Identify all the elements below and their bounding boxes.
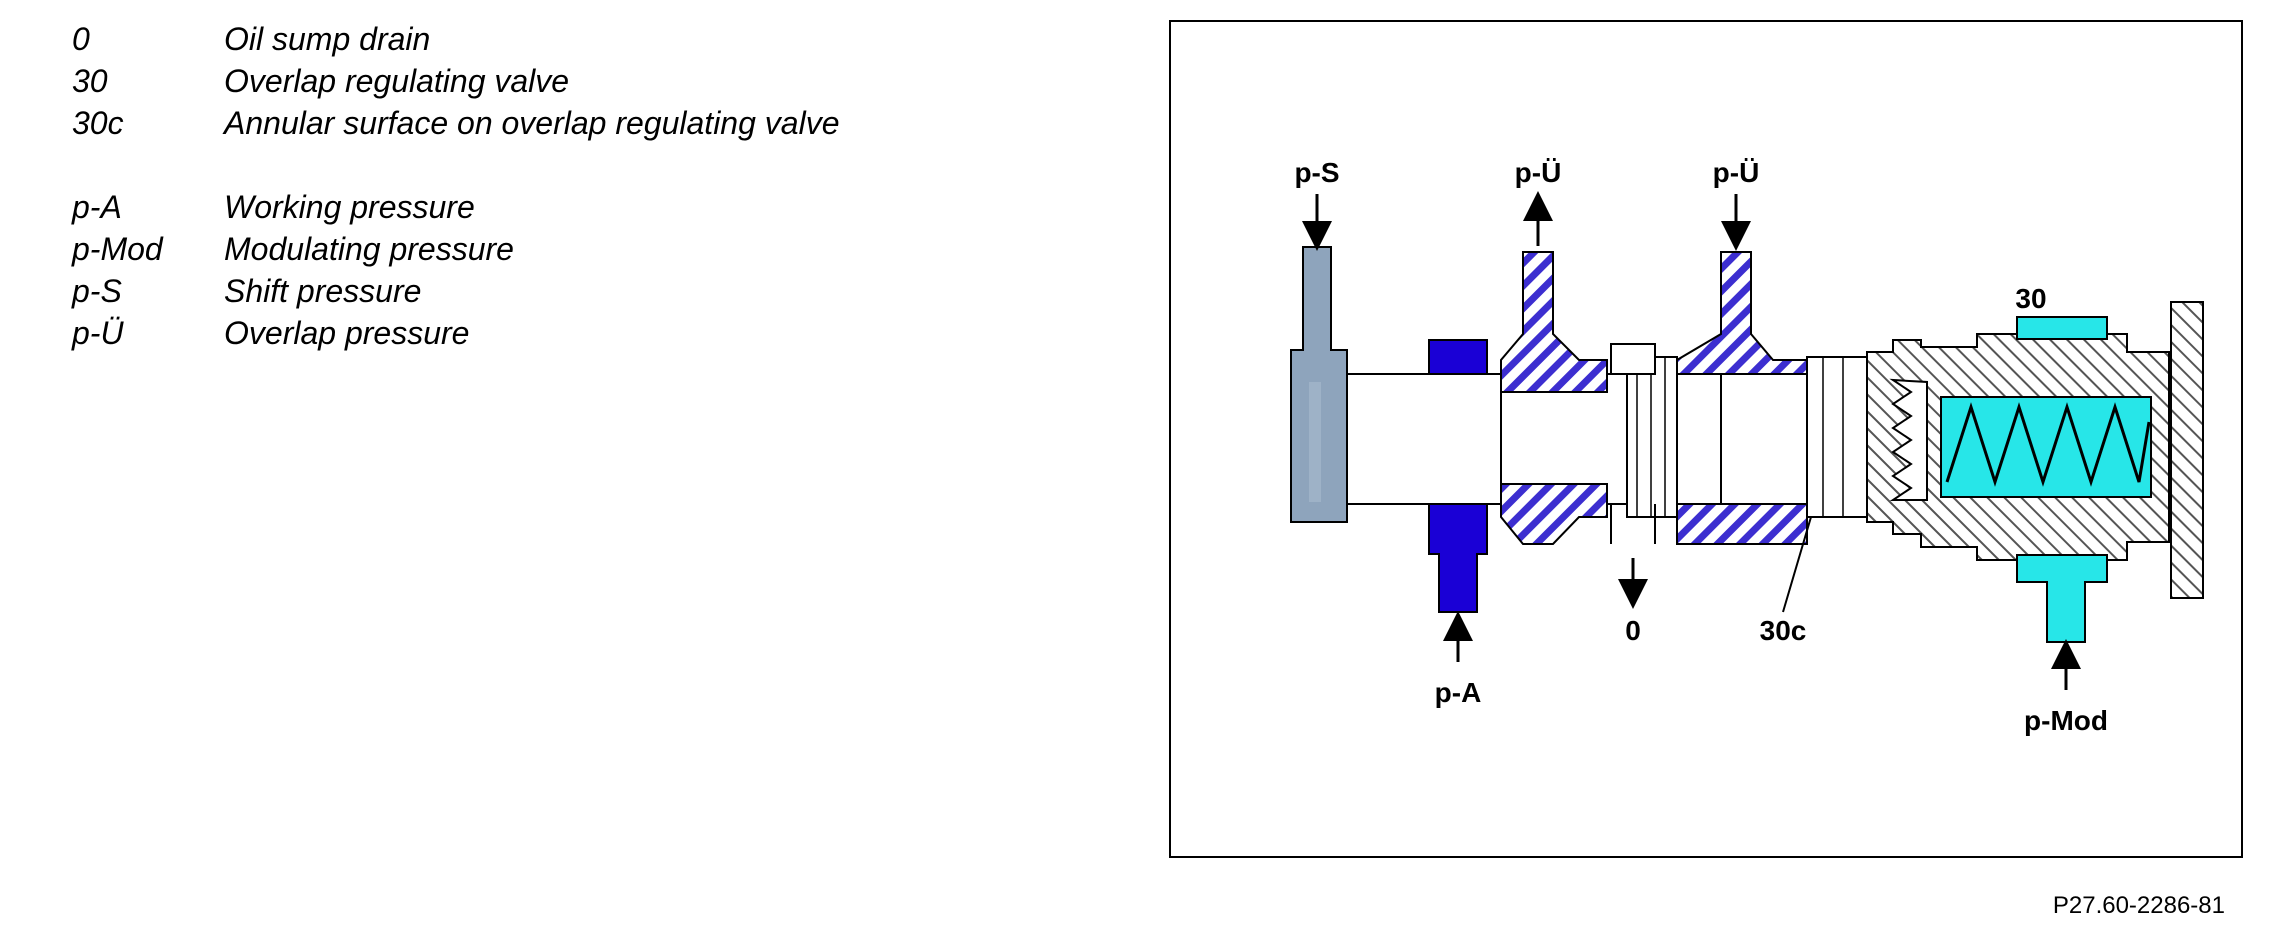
legend-row: p-Ü Overlap pressure: [72, 312, 839, 354]
legend-desc: Annular surface on overlap regulating va…: [224, 105, 840, 141]
overlap-pressure-land-2: [1676, 503, 1808, 545]
legend-desc: Working pressure: [224, 189, 475, 225]
valve-diagram-svg: p-S p-Ü p-Ü 30 p-A 0 30c p-Mod: [1290, 157, 2204, 736]
modulating-pressure-port: [2016, 554, 2108, 643]
legend-row: p-S Shift pressure: [72, 270, 839, 312]
modulating-pressure-chamber: [1940, 396, 2152, 498]
legend-row: p-Mod Modulating pressure: [72, 228, 839, 270]
valve-diagram: p-S p-Ü p-Ü 30 p-A 0 30c p-Mod: [1169, 20, 2243, 858]
spool: [1346, 373, 1628, 505]
legend-key: p-S: [72, 273, 122, 309]
legend-desc: Overlap regulating valve: [224, 63, 570, 99]
overlap-pressure-port-1: [1500, 251, 1608, 393]
overlap-pressure-land-1: [1500, 483, 1608, 545]
legend-key: p-Ü: [72, 315, 124, 351]
legend-desc: Shift pressure: [224, 273, 422, 309]
legend-row: 0 Oil sump drain: [72, 18, 839, 60]
legend-desc: Overlap pressure: [224, 315, 470, 351]
label-drain-0: 0: [1625, 615, 1641, 646]
working-pressure-port: [1428, 503, 1488, 613]
legend-desc: Modulating pressure: [224, 231, 514, 267]
legend-key: p-A: [72, 189, 122, 225]
label-p-u-2: p-Ü: [1713, 157, 1760, 188]
legend-key: 30c: [72, 105, 124, 141]
spring: [1945, 402, 2151, 487]
modulating-pressure-top: [2016, 316, 2108, 340]
label-p-s: p-S: [1294, 157, 1339, 188]
legend-row: 30c Annular surface on overlap regulatin…: [72, 102, 839, 144]
working-pressure-land: [1428, 339, 1488, 375]
label-p-u-1: p-Ü: [1515, 157, 1562, 188]
legend-key: 0: [72, 21, 90, 57]
legend-desc: Oil sump drain: [224, 21, 431, 57]
legend-key: 30: [72, 63, 108, 99]
label-30c: 30c: [1760, 615, 1807, 646]
drain-port-top: [1610, 343, 1656, 375]
annular-surface-30c: [1806, 356, 1868, 518]
label-p-mod: p-Mod: [2024, 705, 2108, 736]
leader-30c: [1782, 516, 1812, 613]
label-p-a: p-A: [1435, 677, 1482, 708]
spool-collar: [1626, 356, 1678, 518]
legend-row: p-A Working pressure: [72, 186, 839, 228]
end-plate: [2170, 301, 2204, 599]
figure-reference: P27.60-2286-81: [2052, 892, 2225, 919]
legend: 0 Oil sump drain 30 Overlap regulating v…: [72, 18, 839, 354]
valve-30-piston: [1889, 378, 1928, 501]
overlap-pressure-port-2: [1676, 251, 1808, 375]
label-30: 30: [2015, 283, 2046, 314]
legend-key: p-Mod: [72, 231, 163, 267]
legend-row: 30 Overlap regulating valve: [72, 60, 839, 102]
